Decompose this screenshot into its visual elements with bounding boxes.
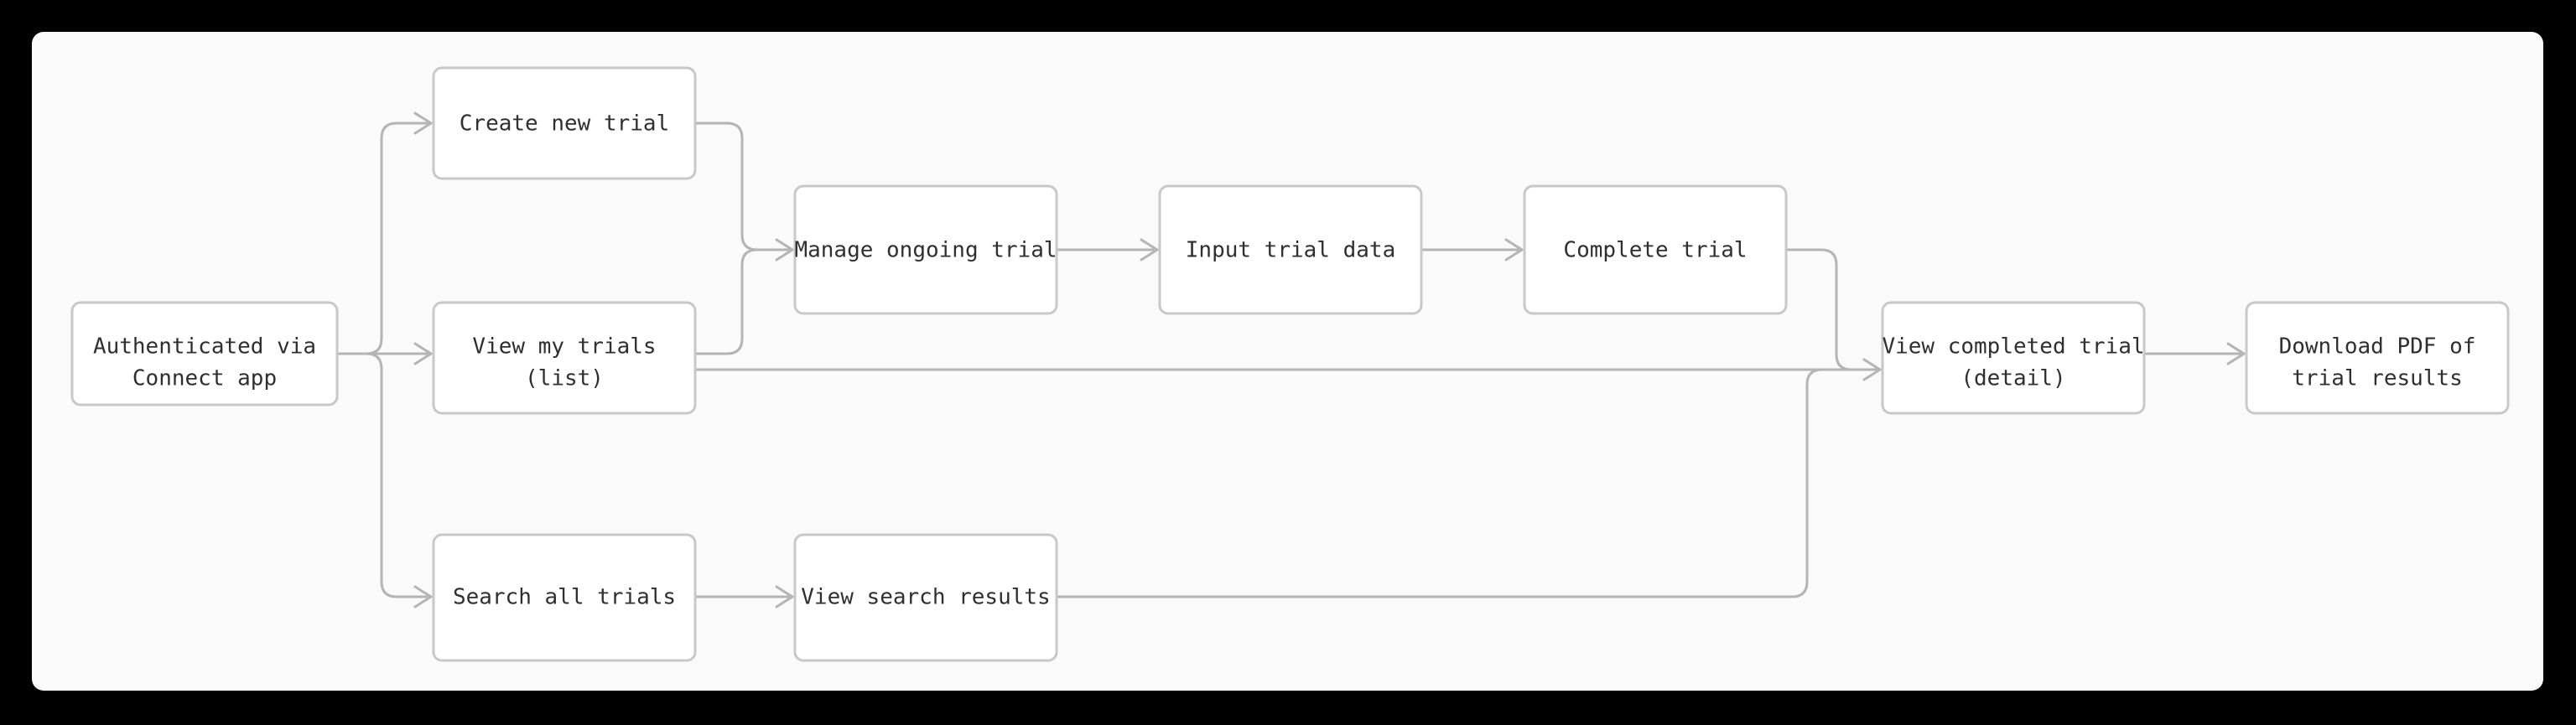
node-label-download-line-1: Download PDF of bbox=[2279, 334, 2476, 360]
node-box-input[interactable] bbox=[1158, 184, 1423, 315]
node-label-complete-line-1: Complete trial bbox=[1563, 238, 1747, 263]
arrowhead-auth-to-search bbox=[413, 585, 433, 608]
node-box-manage[interactable] bbox=[793, 184, 1058, 315]
edge-complete-to-view-completed bbox=[1784, 248, 1877, 371]
edge-search-results-to-view-completed bbox=[1055, 368, 1877, 598]
node-box-complete[interactable] bbox=[1523, 184, 1788, 315]
edge-auth-to-create bbox=[335, 122, 428, 355]
node-input-trial-data[interactable]: Input trial data bbox=[1158, 184, 1423, 315]
node-label-my-trials-line-1: View my trials bbox=[472, 334, 656, 360]
edge-auth-to-search bbox=[335, 352, 428, 598]
node-box-view-completed[interactable] bbox=[1881, 301, 2146, 415]
arrowhead-input-to-complete bbox=[1504, 238, 1524, 262]
node-label-download-line-2: trial results bbox=[2292, 366, 2463, 391]
node-view-my-trials-list[interactable]: View my trials (list) bbox=[432, 301, 697, 415]
arrowhead-create-to-manage bbox=[775, 238, 794, 262]
node-search-all-trials[interactable]: Search all trials bbox=[432, 533, 697, 662]
node-authenticated-via-connect-app[interactable]: Authenticated via Connect app bbox=[70, 301, 339, 407]
node-label-auth-line-1: Authenticated via bbox=[93, 334, 316, 360]
edge-create-to-manage bbox=[693, 122, 790, 251]
node-create-new-trial[interactable]: Create new trial bbox=[432, 66, 697, 180]
arrowhead-auth-to-create bbox=[413, 111, 433, 135]
node-layer: Authenticated via Connect app Create new… bbox=[70, 66, 2510, 662]
node-label-my-trials-line-2: (list) bbox=[525, 366, 604, 391]
arrowhead-auth-to-my-trials bbox=[413, 342, 433, 365]
node-box-search[interactable] bbox=[432, 533, 697, 662]
edge-layer bbox=[335, 111, 2246, 608]
node-box-search-results[interactable] bbox=[793, 533, 1058, 662]
node-label-search-results-line-1: View search results bbox=[801, 585, 1050, 610]
node-view-completed-trial-detail[interactable]: View completed trial (detail) bbox=[1881, 301, 2146, 415]
node-label-manage-line-1: Manage ongoing trial bbox=[794, 238, 1057, 263]
node-label-view-completed-line-1: View completed trial bbox=[1882, 334, 2144, 360]
node-box-my-trials[interactable] bbox=[432, 301, 697, 415]
edge-my-trials-to-manage bbox=[693, 248, 790, 355]
node-complete-trial[interactable]: Complete trial bbox=[1523, 184, 1788, 315]
node-view-search-results[interactable]: View search results bbox=[793, 533, 1058, 662]
arrowhead-my-trials-to-view-completed bbox=[1862, 358, 1882, 381]
node-box-auth[interactable] bbox=[70, 301, 339, 407]
node-download-pdf-of-trial-results[interactable]: Download PDF of trial results bbox=[2245, 301, 2510, 415]
node-label-create-line-1: Create new trial bbox=[460, 111, 669, 137]
arrowhead-search-to-search-results bbox=[775, 585, 794, 608]
node-label-search-line-1: Search all trials bbox=[453, 585, 676, 610]
node-box-create[interactable] bbox=[432, 66, 697, 180]
node-label-view-completed-line-2: (detail) bbox=[1961, 366, 2065, 391]
arrowhead-manage-to-input bbox=[1140, 238, 1159, 262]
node-label-auth-line-2: Connect app bbox=[132, 366, 277, 391]
node-box-download[interactable] bbox=[2245, 301, 2510, 415]
arrowhead-view-completed-to-download bbox=[2226, 342, 2246, 365]
node-label-input-line-1: Input trial data bbox=[1186, 238, 1395, 263]
node-manage-ongoing-trial[interactable]: Manage ongoing trial bbox=[793, 184, 1058, 315]
